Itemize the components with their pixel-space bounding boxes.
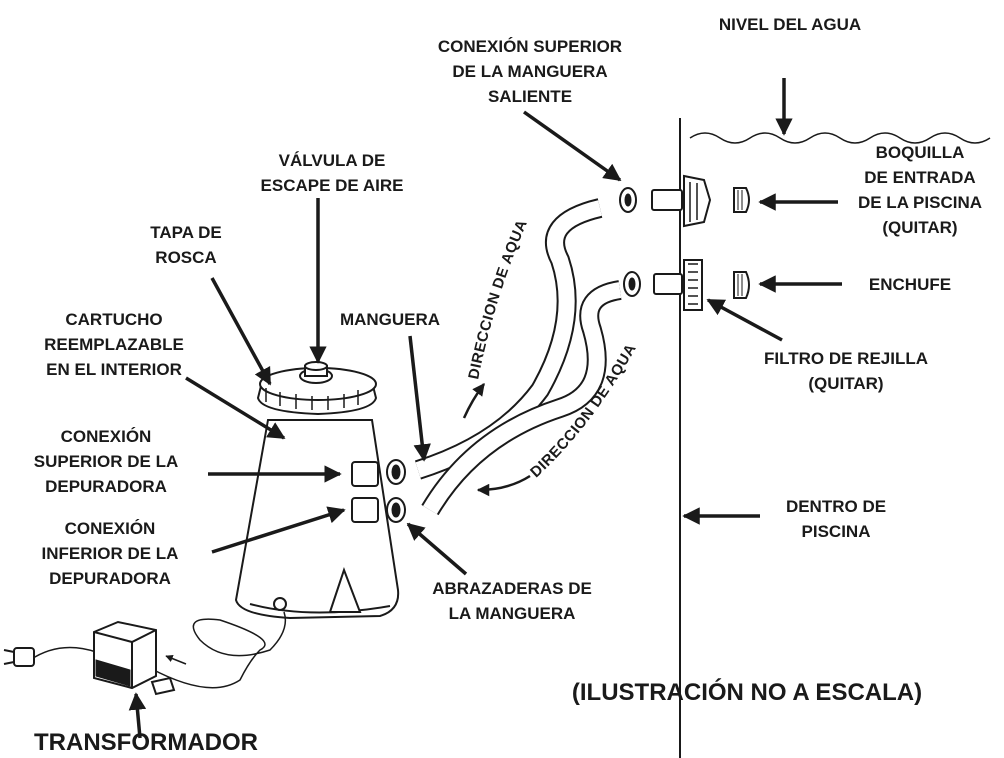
label-cartridge: CARTUCHO REEMPLAZABLE EN EL INTERIOR bbox=[44, 310, 184, 379]
strainer-grid bbox=[683, 259, 750, 311]
label-strainer: FILTRO DE REJILLA (QUITAR) bbox=[764, 349, 928, 393]
label-pump-bottom-connection: CONEXIÓN INFERIOR DE LA DEPURADORA bbox=[42, 519, 179, 588]
outlet-hose-top-connector bbox=[619, 187, 683, 213]
screw-cap bbox=[256, 367, 378, 416]
label-transformer: TRANSFORMADOR bbox=[34, 729, 258, 756]
pointer-arrows bbox=[128, 78, 842, 739]
label-air-valve: VÁLVULA DE ESCAPE DE AIRE bbox=[261, 151, 404, 195]
lower-hose bbox=[421, 280, 622, 516]
label-inlet-nozzle: BOQUILLA DE ENTRADA DE LA PISCINA (QUITA… bbox=[858, 143, 982, 237]
svg-text:DENTRO DE: DENTRO DE bbox=[786, 497, 886, 516]
svg-text:VÁLVULA DE: VÁLVULA DE bbox=[279, 151, 386, 170]
svg-text:REEMPLAZABLE: REEMPLAZABLE bbox=[44, 335, 184, 354]
label-not-to-scale: (ILUSTRACIÓN NO A ESCALA) bbox=[572, 678, 922, 706]
svg-text:BOQUILLA: BOQUILLA bbox=[876, 143, 965, 162]
label-hose-clamps: ABRAZADERAS DE LA MANGUERA bbox=[432, 579, 592, 623]
transformer-box bbox=[93, 620, 157, 690]
label-water-level: NIVEL DEL AGUA bbox=[719, 15, 861, 34]
pump-top-connector bbox=[351, 461, 379, 487]
svg-text:DIRECCION DE AQUA: DIRECCION DE AQUA bbox=[465, 217, 531, 381]
svg-text:DE LA MANGUERA: DE LA MANGUERA bbox=[452, 62, 607, 81]
svg-text:CONEXIÓN: CONEXIÓN bbox=[61, 427, 152, 446]
svg-text:DEPURADORA: DEPURADORA bbox=[49, 569, 171, 588]
svg-text:EN EL INTERIOR: EN EL INTERIOR bbox=[46, 360, 182, 379]
air-release-valve bbox=[299, 361, 333, 384]
svg-text:SALIENTE: SALIENTE bbox=[488, 87, 572, 106]
label-pump-top-connection: CONEXIÓN SUPERIOR DE LA DEPURADORA bbox=[34, 427, 179, 496]
flow-upper-text: DIRECCION DE AQUA bbox=[465, 217, 530, 381]
water-surface bbox=[689, 132, 991, 144]
inlet-nozzle bbox=[683, 174, 750, 228]
label-flow-upper: DIRECCION DE AQUA bbox=[465, 217, 531, 381]
svg-text:CONEXIÓN: CONEXIÓN bbox=[65, 519, 156, 538]
flow-direction-arrows bbox=[462, 382, 531, 497]
svg-text:ABRAZADERAS DE: ABRAZADERAS DE bbox=[432, 579, 592, 598]
svg-text:ENCHUFE: ENCHUFE bbox=[869, 275, 951, 294]
hose-clamp-lower bbox=[386, 497, 406, 523]
svg-text:(QUITAR): (QUITAR) bbox=[808, 374, 883, 393]
svg-text:DE ENTRADA: DE ENTRADA bbox=[864, 168, 975, 187]
hose-clamp-upper bbox=[386, 459, 406, 485]
svg-text:ROSCA: ROSCA bbox=[155, 248, 216, 267]
current-direction-arrow bbox=[165, 655, 187, 665]
svg-text:TRANSFORMADOR: TRANSFORMADOR bbox=[34, 729, 258, 756]
label-outlet-hose-top: CONEXIÓN SUPERIOR DE LA MANGUERA SALIENT… bbox=[438, 37, 622, 106]
power-plug bbox=[3, 647, 35, 667]
label-hose: MANGUERA bbox=[340, 310, 440, 329]
svg-text:CARTUCHO: CARTUCHO bbox=[65, 310, 162, 329]
svg-text:CONEXIÓN SUPERIOR: CONEXIÓN SUPERIOR bbox=[438, 37, 622, 56]
svg-text:INFERIOR DE LA: INFERIOR DE LA bbox=[42, 544, 179, 563]
power-cord bbox=[29, 611, 287, 689]
pump-bottom-connector bbox=[351, 497, 379, 523]
svg-text:NIVEL DEL AGUA: NIVEL DEL AGUA bbox=[719, 15, 861, 34]
lower-wall-connector bbox=[623, 271, 683, 297]
svg-text:MANGUERA: MANGUERA bbox=[340, 310, 440, 329]
svg-text:TAPA DE: TAPA DE bbox=[150, 223, 221, 242]
label-screw-cap: TAPA DE ROSCA bbox=[150, 223, 221, 267]
transformer-output-plug bbox=[150, 676, 176, 696]
svg-text:(ILUSTRACIÓN NO A ESCALA): (ILUSTRACIÓN NO A ESCALA) bbox=[572, 678, 922, 706]
svg-text:DEPURADORA: DEPURADORA bbox=[45, 477, 167, 496]
svg-text:LA MANGUERA: LA MANGUERA bbox=[449, 604, 576, 623]
svg-text:FILTRO DE REJILLA: FILTRO DE REJILLA bbox=[764, 349, 928, 368]
svg-text:SUPERIOR DE LA: SUPERIOR DE LA bbox=[34, 452, 179, 471]
svg-text:(QUITAR): (QUITAR) bbox=[882, 218, 957, 237]
svg-text:PISCINA: PISCINA bbox=[802, 522, 871, 541]
label-inside-pool: DENTRO DE PISCINA bbox=[786, 497, 886, 541]
label-plug: ENCHUFE bbox=[869, 275, 951, 294]
svg-text:ESCAPE DE AIRE: ESCAPE DE AIRE bbox=[261, 176, 404, 195]
svg-text:DE LA PISCINA: DE LA PISCINA bbox=[858, 193, 982, 212]
